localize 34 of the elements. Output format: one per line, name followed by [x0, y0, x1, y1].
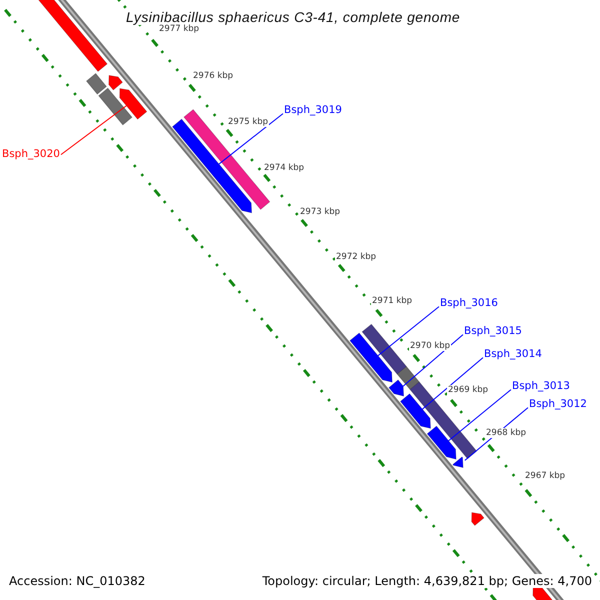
tick-label: 2976 kbp — [192, 71, 234, 81]
gene-feature — [400, 393, 431, 429]
gene-label: Bsph_3012 — [529, 398, 587, 410]
tick-label: 2972 kbp — [335, 252, 378, 262]
gene-label: Bsph_3016 — [440, 297, 498, 309]
tick-label: 2974 kbp — [263, 163, 306, 173]
gene-label: Bsph_3014 — [484, 348, 542, 360]
leader-line — [402, 334, 464, 387]
gene-label: Bsph_3019 — [284, 104, 342, 116]
tick-label: 2970 kbp — [409, 341, 452, 351]
accession-text: Accession: NC_010382 — [9, 574, 146, 588]
leader-line — [378, 306, 440, 356]
genome-info-text: Topology: circular; Length: 4,639,821 bp; Genes: 4,700 — [262, 574, 592, 588]
gene-feature — [119, 88, 148, 120]
tick-label: 2975 kbp — [227, 117, 270, 127]
gene-feature — [388, 379, 404, 396]
leader-line — [448, 389, 512, 442]
gene-feature — [426, 426, 456, 460]
leader-line — [60, 105, 127, 156]
gene-label: Bsph_3013 — [512, 380, 570, 392]
tick-label: 2967 kbp — [524, 471, 566, 481]
gene-label: Bsph_3020 — [2, 148, 60, 160]
tick-label: 2968 kbp — [485, 428, 528, 438]
tick-label: 2969 kbp — [447, 385, 490, 395]
leader-line — [422, 357, 484, 410]
tick-label: 2971 kbp — [371, 296, 414, 306]
tick-label: 2973 kbp — [299, 207, 342, 217]
tick-label: 2977 kbp — [158, 24, 200, 34]
leader-line — [218, 113, 284, 165]
gene-label: Bsph_3015 — [464, 325, 522, 337]
gene-feature — [349, 332, 393, 383]
map-title: Lysinibacillus sphaericus C3-41, complete genome — [126, 9, 460, 25]
gene-feature — [172, 118, 252, 214]
gene-feature — [452, 456, 464, 468]
